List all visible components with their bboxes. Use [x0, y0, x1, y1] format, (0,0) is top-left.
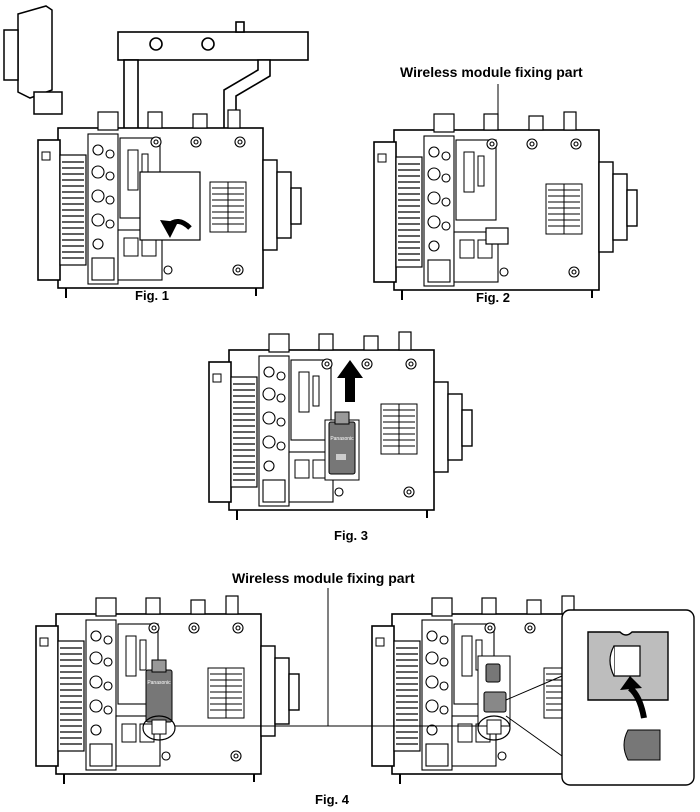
fig2-caption: Fig. 2 — [476, 290, 510, 305]
figure-1: Fig. 1 — [0, 0, 309, 303]
fig4-caption: Fig. 4 — [315, 792, 349, 807]
camera-with-handle-diagram — [3, 5, 309, 299]
camera-pair-diagram: Panasonic — [35, 588, 695, 786]
svg-text:Panasonic: Panasonic — [330, 436, 354, 442]
fixing-part-icon — [485, 227, 509, 245]
fig3-caption: Fig. 3 — [334, 528, 368, 543]
camera-diagram — [373, 84, 638, 301]
svg-text:Panasonic: Panasonic — [147, 680, 171, 686]
figure-2: Wireless module fixing part Fig. 2 — [350, 60, 680, 310]
camera-module-insert-diagram: Panasonic — [208, 331, 473, 521]
figure-4: Wireless module fixing part Panasonic Fi… — [0, 560, 700, 812]
fig1-caption: Fig. 1 — [135, 288, 169, 303]
fig2-callout-label: Wireless module fixing part — [400, 64, 583, 80]
figure-3: Panasonic Fig. 3 — [195, 330, 505, 550]
fig4-callout-label: Wireless module fixing part — [232, 570, 415, 586]
